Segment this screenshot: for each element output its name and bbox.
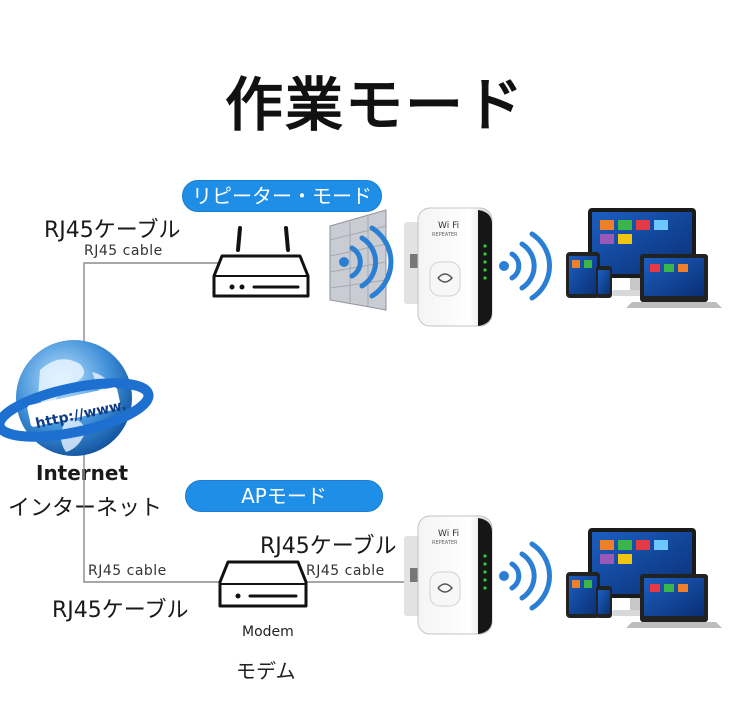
modem-label-en: Modem: [242, 624, 294, 640]
signal-waves-icon: [339, 225, 394, 299]
ap-right-cable-label-jp: RJ45ケーブル: [260, 534, 397, 559]
repeater-model: REPEATER: [432, 540, 458, 546]
ap-left-cable-label-jp: RJ45ケーブル: [52, 598, 189, 623]
repeater-model: REPEATER: [432, 232, 458, 238]
client-devices-icon-bottom: [566, 528, 722, 628]
ap-right-cable-label-en: RJ45 cable: [306, 563, 385, 579]
ap-mode-label: APモード: [185, 480, 383, 512]
wifi-repeater-device-top: Wi Fi REPEATER: [404, 207, 493, 327]
ap-left-cable-label-en: RJ45 cable: [88, 563, 167, 579]
repeater-cable-label-en: RJ45 cable: [84, 243, 163, 259]
client-devices-icon-top: [566, 208, 722, 308]
internet-label-en: Internet: [36, 461, 129, 485]
internet-label-jp: インターネット: [8, 496, 163, 521]
page-title: 作業モード: [224, 71, 525, 139]
repeater-cable-line: [83, 262, 220, 355]
repeater-brand: Wi Fi: [438, 221, 459, 231]
wifi-repeater-device-bottom: Wi Fi REPEATER: [404, 515, 493, 635]
repeater-mode-label: リピーター・モード: [182, 180, 382, 212]
signal-waves-icon: [499, 231, 552, 301]
signal-waves-icon: [499, 541, 552, 611]
repeater-cable-label-jp: RJ45ケーブル: [44, 218, 181, 243]
modem-icon: [218, 560, 308, 608]
router-icon: [212, 226, 310, 298]
cable-lines: [83, 262, 410, 583]
modem-label-jp: モデム: [236, 659, 296, 683]
ap-left-cable-line: [83, 435, 222, 583]
internet-globe-icon: http://www.: [0, 340, 154, 456]
repeater-brand: Wi Fi: [438, 529, 459, 539]
